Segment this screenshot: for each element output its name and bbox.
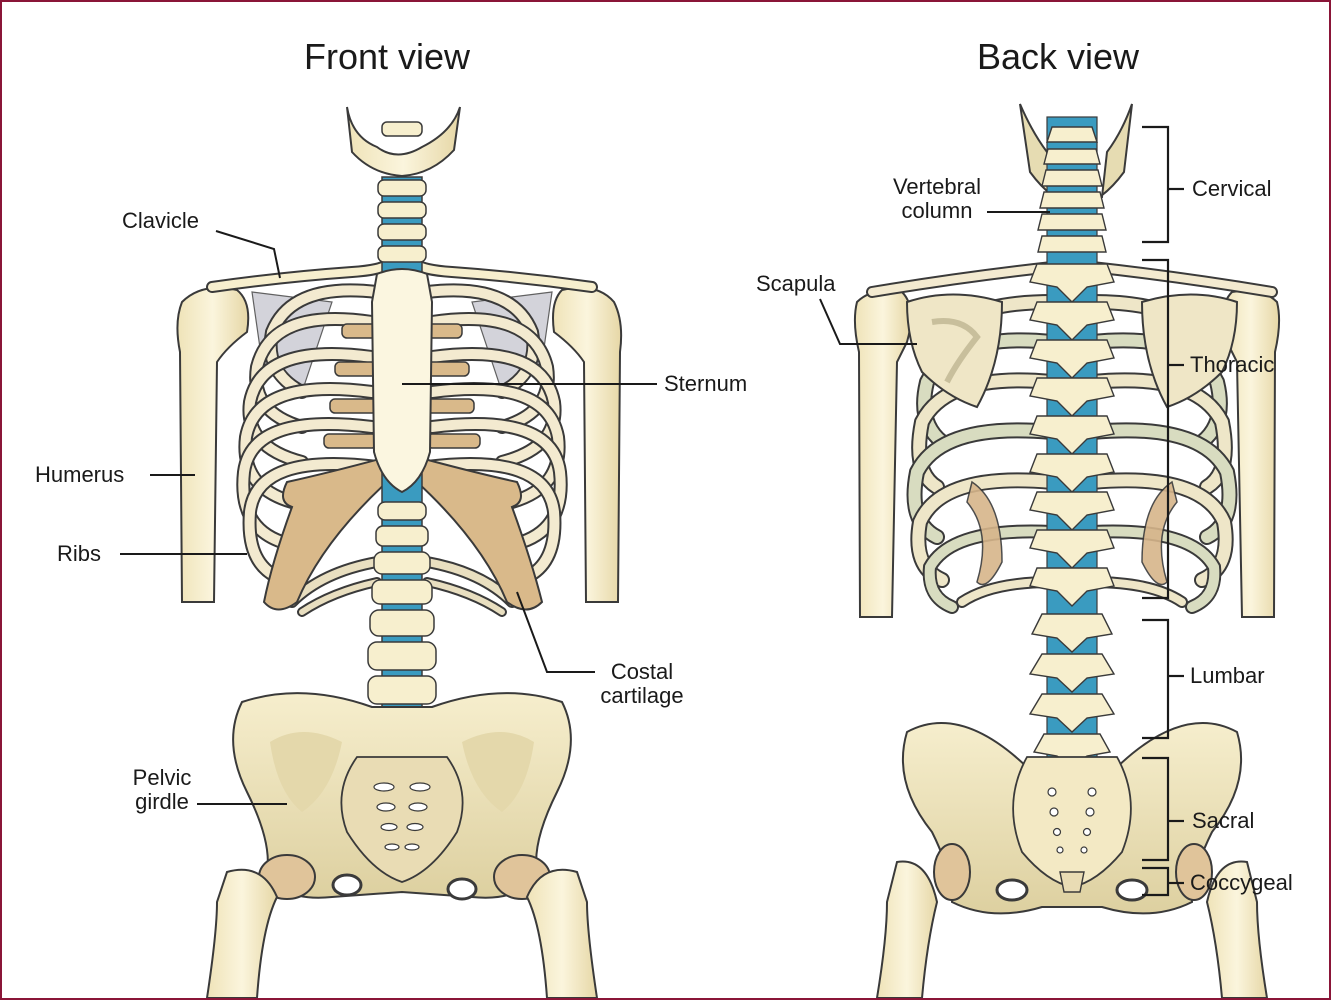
back-vertebral-column xyxy=(1030,117,1114,767)
back-pelvis xyxy=(877,723,1267,998)
label-vertebral-column: Vertebral column xyxy=(882,175,992,223)
label-lumbar: Lumbar xyxy=(1190,664,1265,688)
label-pelvic-girdle-line1: Pelvic xyxy=(122,766,202,790)
front-pelvis xyxy=(207,693,597,998)
bracket-lumbar xyxy=(1142,620,1168,738)
label-humerus: Humerus xyxy=(35,463,124,487)
label-vertebral-column-line1: Vertebral xyxy=(882,175,992,199)
bracket-cervical xyxy=(1142,127,1168,242)
label-ribs: Ribs xyxy=(57,542,101,566)
label-costal-cartilage: Costal cartilage xyxy=(592,660,692,708)
label-clavicle: Clavicle xyxy=(122,209,199,233)
label-thoracic: Thoracic xyxy=(1190,353,1274,377)
label-scapula: Scapula xyxy=(756,272,836,296)
front-sternum xyxy=(372,269,432,492)
label-pelvic-girdle-line2: girdle xyxy=(122,790,202,814)
back-skeleton xyxy=(855,104,1279,998)
front-skull-base xyxy=(347,107,460,176)
front-view-title: Front view xyxy=(304,36,470,78)
label-costal-cartilage-line2: cartilage xyxy=(592,684,692,708)
label-coccygeal: Coccygeal xyxy=(1190,871,1293,895)
label-vertebral-column-line2: column xyxy=(882,199,992,223)
label-cervical: Cervical xyxy=(1192,177,1271,201)
label-pelvic-girdle: Pelvic girdle xyxy=(122,766,202,814)
label-sacral: Sacral xyxy=(1192,809,1254,833)
leader-clavicle xyxy=(216,231,280,278)
label-costal-cartilage-line1: Costal xyxy=(592,660,692,684)
back-view-title: Back view xyxy=(977,36,1139,78)
label-sternum: Sternum xyxy=(664,372,747,396)
